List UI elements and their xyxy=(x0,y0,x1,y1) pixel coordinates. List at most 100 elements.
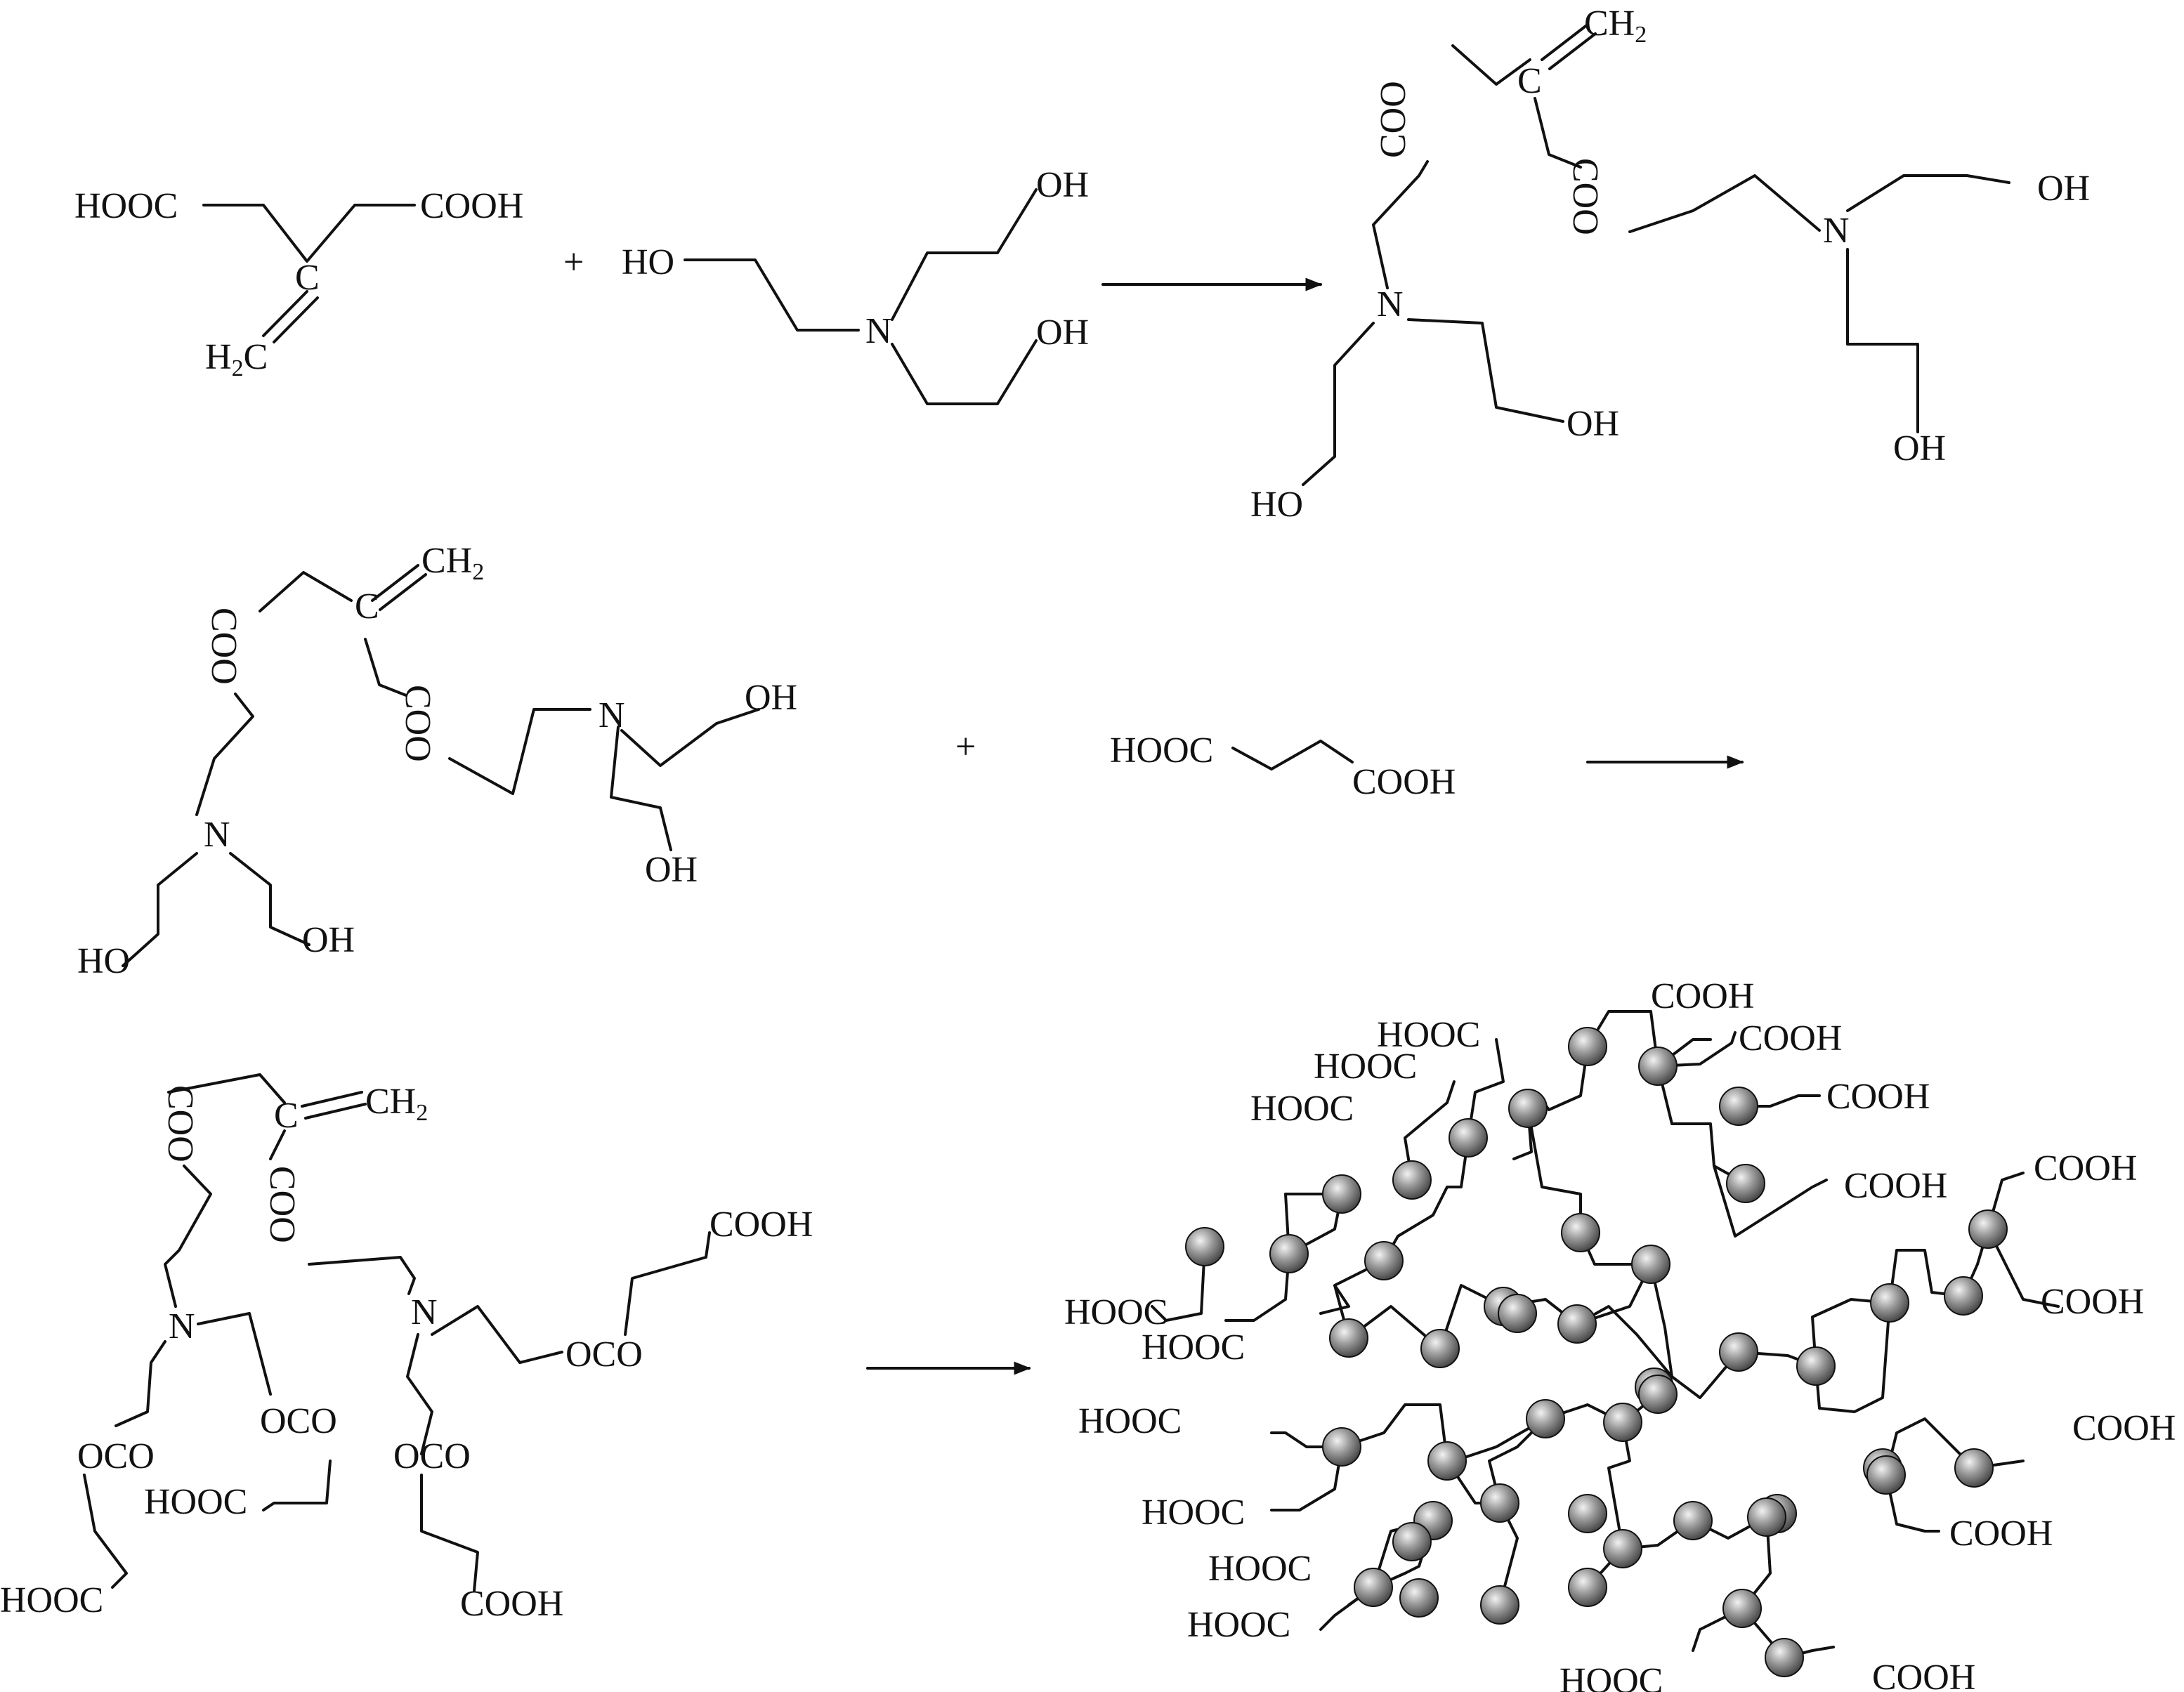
hooc-label: HOOC xyxy=(74,186,178,226)
methylene-label: CH2 xyxy=(1584,4,1647,48)
nitrogen-label: N xyxy=(1823,211,1850,251)
polymer-node-sphere xyxy=(1568,1027,1607,1066)
cooh-label: COOH xyxy=(460,1584,563,1624)
polymer-bond xyxy=(1404,1080,1456,1181)
polymer-node-sphere xyxy=(1427,1441,1467,1481)
polymer-node-sphere xyxy=(1568,1568,1607,1607)
polymer-bond xyxy=(1576,1305,1740,1399)
oh-label: OH xyxy=(1893,428,1946,468)
polymer-node-sphere xyxy=(1322,1174,1361,1214)
ester-oco-label: OCO xyxy=(565,1334,643,1375)
polymer-node-sphere xyxy=(1631,1245,1670,1284)
polymer-bond xyxy=(1888,1249,1965,1304)
polymer-bond xyxy=(1737,1298,1891,1368)
polymer-node-sphere xyxy=(1765,1638,1804,1677)
carbon-label: C xyxy=(355,586,379,627)
polymer-node-sphere xyxy=(1185,1227,1224,1266)
polymer-node-sphere xyxy=(1392,1160,1432,1200)
ester-oco-label: OCO xyxy=(393,1436,471,1476)
polymer-bond xyxy=(1488,1417,1547,1504)
polymer-node-sphere xyxy=(1364,1241,1404,1280)
methylene-label: CH2 xyxy=(421,541,484,585)
terminal-cooh-label: COOH xyxy=(1844,1166,1947,1206)
cooh-label: COOH xyxy=(420,186,523,226)
polymer-bond xyxy=(1713,1165,1828,1238)
plus-sign: + xyxy=(563,242,584,282)
hooc-label: HOOC xyxy=(1110,730,1213,770)
polymer-node-sphere xyxy=(1420,1329,1460,1368)
ester-coo-label: COO xyxy=(1373,81,1413,158)
oh-label: OH xyxy=(2037,169,2090,209)
terminal-hooc-label: HOOC xyxy=(1142,1493,1245,1533)
terminal-hooc-label: HOOC xyxy=(1559,1661,1663,1692)
polymer-node-sphere xyxy=(1603,1403,1642,1442)
polymer-node-sphere xyxy=(1557,1304,1597,1344)
terminal-hooc-label: HOOC xyxy=(1250,1089,1354,1129)
polymer-node-sphere xyxy=(1508,1089,1548,1128)
cooh-label: COOH xyxy=(710,1205,813,1245)
oh-label: OH xyxy=(1036,313,1089,353)
terminal-hooc-label: HOOC xyxy=(1078,1401,1182,1441)
nitrogen-label: N xyxy=(599,695,625,735)
polymer-bond xyxy=(1526,1107,1582,1234)
polymer-node-sphere xyxy=(1796,1346,1836,1386)
polymer-bond xyxy=(1151,1245,1206,1322)
methylene-label: CH2 xyxy=(365,1082,428,1126)
polymer-node-sphere xyxy=(1870,1283,1909,1323)
ester-coo-label: COO xyxy=(1565,158,1605,235)
carboxyl-terminated-ester: COO COO C CH2 N N OCO OCO OCO OCO COOH H… xyxy=(0,1073,813,1624)
nitrogen-label: N xyxy=(1377,284,1404,324)
ho-label: HO xyxy=(77,941,130,981)
polymer-bond xyxy=(1814,1301,1891,1413)
polymer-node-sphere xyxy=(1673,1501,1713,1540)
polymer-node-sphere xyxy=(1392,1522,1432,1561)
methylene-label: H2C xyxy=(205,337,268,381)
terminal-cooh-label: COOH xyxy=(1739,1018,1842,1058)
terminal-hooc-label: HOOC xyxy=(1208,1549,1312,1589)
terminal-hooc-label: HOOC xyxy=(1377,1015,1480,1055)
terminal-cooh-label: COOH xyxy=(1826,1077,1930,1117)
polymer-bond xyxy=(1224,1252,1290,1322)
ester-oco-label: OCO xyxy=(260,1401,337,1441)
ester-coo-label: COO xyxy=(262,1166,302,1243)
carbon-label: C xyxy=(1517,61,1542,101)
terminal-hooc-label: HOOC xyxy=(1142,1327,1245,1368)
polymer-node-sphere xyxy=(1719,1087,1758,1126)
terminal-hooc-label: HOOC xyxy=(1187,1605,1290,1645)
nitrogen-label: N xyxy=(411,1292,438,1332)
polymer-node-sphere xyxy=(1480,1585,1519,1625)
hooc-label: HOOC xyxy=(144,1482,247,1522)
succinic-acid: HOOC COOH xyxy=(1110,730,1456,802)
polymer-node-sphere xyxy=(1561,1213,1600,1252)
polymer-node-sphere xyxy=(1722,1589,1762,1628)
polymer-node-sphere xyxy=(1954,1448,1994,1488)
polymer-bond xyxy=(1467,1038,1505,1139)
oh-label: OH xyxy=(1567,404,1619,444)
polymer-node-sphere xyxy=(1638,1047,1678,1086)
polymer-node-sphere xyxy=(1726,1164,1765,1203)
ester-coo-label: COO xyxy=(160,1085,200,1162)
ester-coo-label: COO xyxy=(204,608,244,685)
nitrogen-label: N xyxy=(169,1306,195,1346)
ester-coo-label: COO xyxy=(398,685,438,762)
triethanolamine: HO N OH OH xyxy=(622,165,1089,405)
itaconate-diester-reactant: COO COO C CH2 N N HO OH OH OH xyxy=(77,541,797,981)
polymer-node-sphere xyxy=(1747,1497,1786,1537)
polymer-node-sphere xyxy=(1449,1118,1488,1157)
itaconic-acid: HOOC COOH C H2C xyxy=(74,186,523,381)
polymer-node-sphere xyxy=(1944,1276,1983,1316)
terminal-cooh-label: COOH xyxy=(1949,1514,2053,1554)
polymer-node-sphere xyxy=(1480,1483,1519,1523)
polymer-bond xyxy=(1586,1010,1712,1068)
polymer-node-sphere xyxy=(1354,1568,1393,1607)
polymer-node-sphere xyxy=(1498,1294,1537,1333)
polymer-bond xyxy=(1987,1228,2060,1308)
terminal-hooc-label: HOOC xyxy=(1064,1292,1168,1332)
polymer-node-sphere xyxy=(1968,1209,2008,1249)
polymer-node-sphere xyxy=(1526,1399,1565,1438)
polymer-node-sphere xyxy=(1399,1578,1439,1618)
oh-label: OH xyxy=(302,920,355,960)
polymer-node-sphere xyxy=(1568,1494,1607,1533)
